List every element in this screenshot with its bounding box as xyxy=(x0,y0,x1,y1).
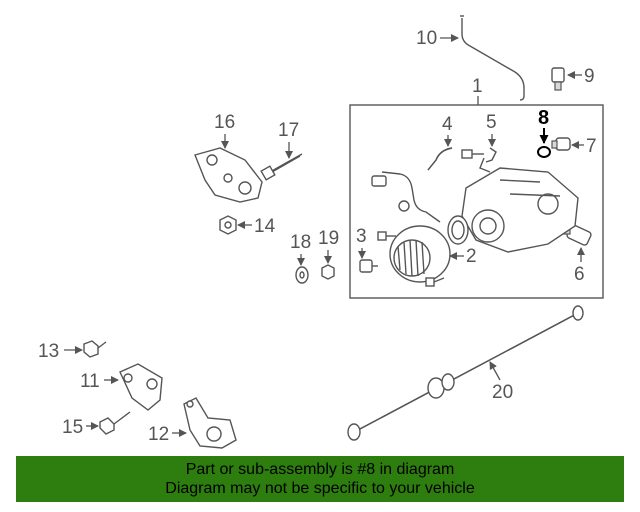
callout-6[interactable]: 6 xyxy=(574,264,585,285)
callout-10[interactable]: 10 xyxy=(416,28,437,49)
callout-5[interactable]: 5 xyxy=(486,112,497,133)
vent-tube-part[interactable] xyxy=(460,15,525,101)
callout-4[interactable]: 4 xyxy=(442,114,453,135)
clip-5-part[interactable] xyxy=(479,147,497,173)
callout-2[interactable]: 2 xyxy=(466,246,477,267)
callout-9[interactable]: 9 xyxy=(584,66,595,87)
nut-14-part[interactable] xyxy=(219,215,237,235)
callout-13[interactable]: 13 xyxy=(38,341,59,362)
bracket-11-part[interactable] xyxy=(119,363,163,411)
callout-8[interactable]: 8 xyxy=(538,107,549,129)
o-ring-8-part[interactable] xyxy=(537,146,551,158)
part-info-banner: Part or sub-assembly is #8 in diagram Di… xyxy=(16,456,624,502)
banner-line-2: Diagram may not be specific to your vehi… xyxy=(165,480,475,497)
bracket-12-part[interactable] xyxy=(183,397,237,449)
bolt-3-part[interactable] xyxy=(359,259,378,273)
assembly-frame xyxy=(349,104,604,299)
mount-bracket-part[interactable] xyxy=(194,147,263,203)
callout-14[interactable]: 14 xyxy=(254,216,276,237)
plug-7-part[interactable] xyxy=(551,137,571,151)
bolt-cover-part[interactable] xyxy=(377,231,445,287)
gasket-ring[interactable] xyxy=(447,215,469,245)
bolt-13-part[interactable] xyxy=(83,340,107,358)
callout-17[interactable]: 17 xyxy=(278,120,299,141)
bolt-small-part[interactable] xyxy=(461,149,484,159)
banner-line-1: Part or sub-assembly is #8 in diagram xyxy=(185,461,455,478)
callout-15[interactable]: 15 xyxy=(62,417,83,438)
callout-16[interactable]: 16 xyxy=(214,112,235,133)
breather-hose[interactable] xyxy=(371,171,441,223)
bolt-17-part[interactable] xyxy=(260,153,303,181)
callout-3[interactable]: 3 xyxy=(356,226,367,247)
drive-shaft-20-part[interactable] xyxy=(347,305,584,441)
nut-19-part[interactable] xyxy=(321,264,335,280)
callout-20[interactable]: 20 xyxy=(492,382,513,403)
callout-19[interactable]: 19 xyxy=(318,228,339,249)
callout-7[interactable]: 7 xyxy=(586,136,597,157)
callout-11[interactable]: 11 xyxy=(80,371,100,392)
rear-cover-2-part[interactable] xyxy=(389,225,451,283)
callout-1[interactable]: 1 xyxy=(472,76,483,97)
hose-4-part[interactable] xyxy=(427,147,453,171)
bolt-15-part[interactable] xyxy=(99,411,131,435)
parts-diagram: 1 10 9 16 17 14 18 xyxy=(38,15,604,449)
callout-12[interactable]: 12 xyxy=(148,424,169,445)
callout-18[interactable]: 18 xyxy=(290,232,311,253)
differential-housing[interactable] xyxy=(461,167,579,253)
washer-18-part[interactable] xyxy=(295,266,309,284)
plug-part[interactable] xyxy=(551,67,565,91)
